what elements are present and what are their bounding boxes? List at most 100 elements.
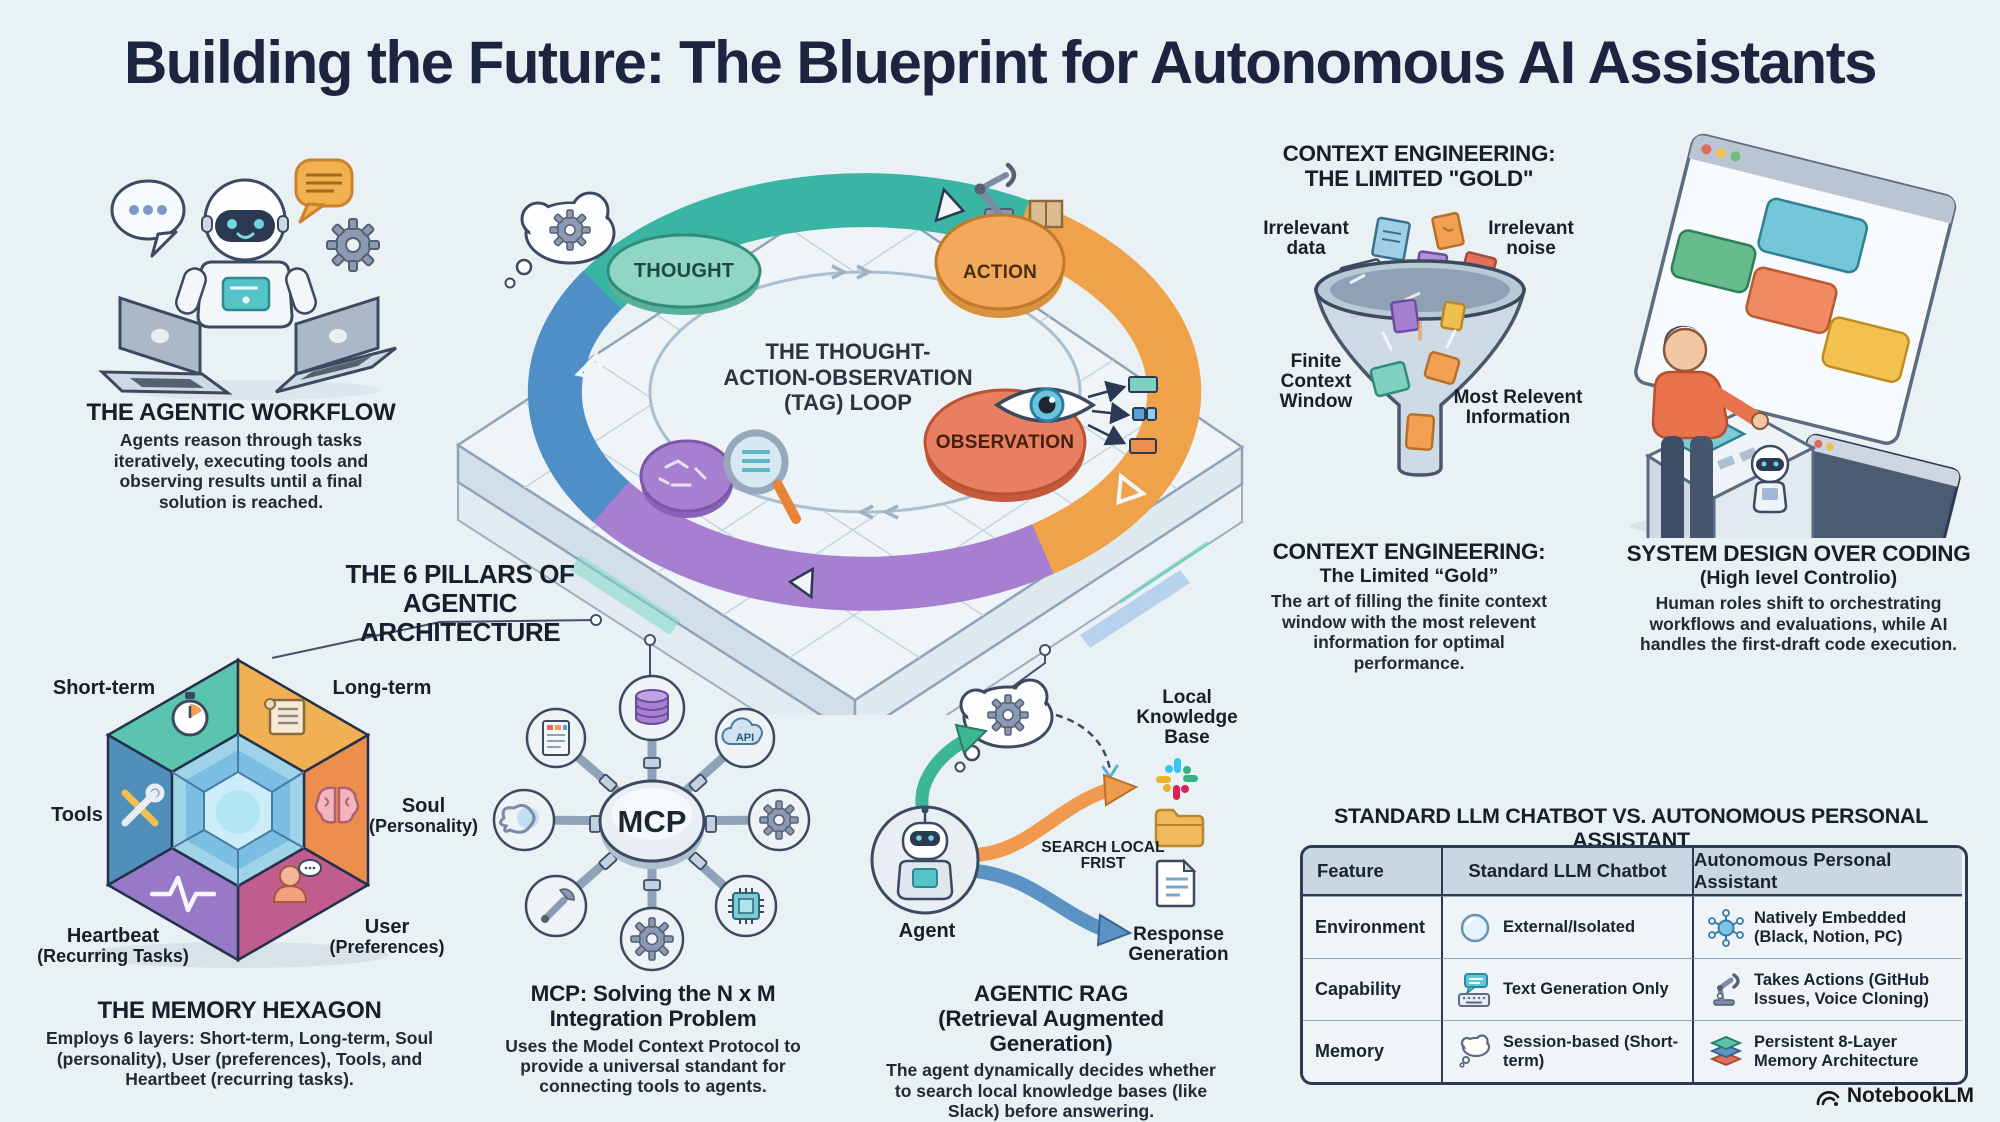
mcp-illustration: API — [492, 674, 811, 972]
api-cloud-icon: API — [714, 707, 776, 769]
user-label: User (Preferences) — [312, 916, 462, 958]
agentic-workflow-illustration — [98, 158, 397, 400]
agentic-rag-caption: AGENTIC RAG (Retrieval Augmented Generat… — [880, 981, 1222, 1122]
response-arrow — [969, 864, 1109, 936]
network-icon — [1706, 908, 1746, 947]
chat-bubble-icon — [294, 158, 354, 224]
action-arc — [1010, 200, 1202, 584]
brand-name: NotebookLM — [1846, 1084, 1974, 1107]
search-local-first-label: SEARCH LOCAL FRIST — [1041, 839, 1165, 873]
database-icon — [618, 674, 686, 742]
heartbeat-label-line1: Heartbeat — [66, 925, 160, 947]
gear-icon — [619, 906, 685, 972]
table-cell: Persistent 8-Layer Memory Architecture — [1692, 1020, 1962, 1082]
folder-icon — [1154, 808, 1205, 848]
small-robot-icon — [1750, 444, 1790, 514]
document-icon — [1155, 858, 1197, 908]
caption-subheading: (High level Controlio) — [1699, 566, 1898, 589]
caption-heading-line1: AGENTIC RAG — [973, 981, 1129, 1006]
table-cell: Session-based (Short-term) — [1441, 1020, 1692, 1082]
analysis-node — [639, 429, 801, 524]
search-arrow — [969, 783, 1115, 862]
caption-body: Human roles shift to orchestrating workf… — [1640, 593, 1957, 655]
memory-hexagon-illustration — [88, 657, 388, 968]
table-row-feature: Capability — [1303, 958, 1441, 1020]
context-engineering-heading: CONTEXT ENGINEERING: THE LIMITED "GOLD" — [1269, 141, 1569, 192]
thought-cloud-icon — [954, 678, 1054, 773]
crystal-core — [170, 732, 306, 888]
agent-icon — [870, 805, 980, 915]
tag-loop-title-line1: THE THOUGHT- — [765, 339, 931, 364]
table-row-feature: Environment — [1303, 896, 1441, 958]
laptop-icon — [98, 295, 233, 395]
irrelevant-data-label: Irrelevant data — [1263, 218, 1349, 260]
assistant-logo-icon — [492, 788, 556, 852]
column-header-chatbot: Standard LLM Chatbot — [1441, 848, 1692, 896]
short-term-label: Short-term — [52, 677, 156, 699]
wrench-icon — [524, 874, 588, 938]
cell-text: Session-based (Short-term) — [1503, 1033, 1679, 1070]
person-illustration — [1651, 325, 1769, 538]
section-heading: THE AGENTIC WORKFLOW — [86, 399, 396, 426]
agentic-rag-illustration — [870, 678, 1205, 947]
robot-illustration — [175, 178, 317, 329]
local-knowledge-base-label: Local Knowledge Base — [1136, 687, 1238, 749]
caption-body: The agent dynamically decides whether to… — [886, 1060, 1216, 1122]
column-header-assistant: Autonomous Personal Assistant — [1692, 848, 1962, 896]
heading-line1: CONTEXT ENGINEERING: — [1282, 141, 1556, 166]
heartbeat-label-line2: (Recurring Tasks) — [37, 946, 189, 967]
document-icon — [525, 707, 587, 769]
page-title: Building the Future: The Blueprint for A… — [123, 29, 1878, 96]
chat-keyboard-icon — [1455, 971, 1495, 1009]
mcp-hub: MCP — [598, 779, 706, 869]
decision-dashed-arrow — [1055, 713, 1112, 771]
comparison-table: Feature Standard LLM Chatbot Autonomous … — [1300, 845, 1968, 1085]
caption-heading: THE MEMORY HEXAGON — [97, 997, 382, 1024]
funnel-icon — [1313, 259, 1527, 477]
stopwatch-icon — [171, 692, 209, 737]
response-generation-label: Response Generation — [1128, 924, 1229, 966]
robot-arm-icon — [1706, 971, 1746, 1009]
chip-icon — [714, 874, 778, 938]
mcp-hub-label: MCP — [618, 804, 687, 839]
notebooklm-logo-icon — [1816, 1091, 1840, 1106]
cell-text: Natively Embedded (Black, Notion, PC) — [1754, 909, 1907, 946]
magnifier-icon — [723, 429, 801, 524]
heartbeat-label: Heartbeat (Recurring Tasks) — [18, 925, 208, 967]
caption-body: Employs 6 layers: Short-term, Long-term,… — [45, 1028, 434, 1090]
caption-body: Uses the Model Context Protocol to provi… — [505, 1035, 801, 1097]
slack-icon — [1156, 758, 1198, 800]
loop-return-arc — [527, 270, 630, 523]
heading-line2: THE LIMITED "GOLD" — [1304, 165, 1534, 191]
caption-heading-line1: MCP: Solving the N x M — [530, 981, 776, 1006]
cell-text: Persistent 8-Layer Memory Architecture — [1754, 1033, 1919, 1070]
user-label-line1: User — [364, 916, 410, 938]
think-arrow — [915, 733, 973, 812]
caption-heading-line2: Integration Problem — [549, 1005, 757, 1031]
finite-context-window-label: Finite Context Window — [1279, 351, 1353, 413]
arc-arrow-icon — [574, 186, 1148, 600]
memory-hexagon-caption: THE MEMORY HEXAGON Employs 6 layers: Sho… — [42, 997, 437, 1090]
thought-node — [606, 233, 762, 315]
table-cell: Natively Embedded (Black, Notion, PC) — [1692, 896, 1962, 958]
speech-bubble-icon — [110, 179, 186, 258]
spoke-collars — [589, 757, 717, 891]
action-label: ACTION — [962, 262, 1038, 283]
system-design-illustration — [1630, 133, 1961, 538]
tools-icon — [121, 783, 165, 827]
caption-body: The art of filling the finite context wi… — [1270, 591, 1548, 673]
heartbeat-icon — [149, 875, 217, 913]
soul-label: Soul (Personality) — [346, 795, 501, 836]
laptop-icon — [274, 295, 397, 394]
long-term-label: Long-term — [332, 677, 432, 699]
context-funnel-illustration — [1313, 211, 1527, 477]
soul-label-line1: Soul — [401, 795, 446, 817]
cell-text: Text Generation Only — [1503, 980, 1669, 999]
observation-output-arrows — [1087, 380, 1131, 446]
mcp-caption: MCP: Solving the N x M Integration Probl… — [502, 981, 804, 1097]
tag-loop-title-line3: (TAG) LOOP — [784, 390, 912, 416]
table-cell: Text Generation Only — [1441, 958, 1692, 1020]
bubble-icon — [1455, 910, 1495, 946]
user-label-line2: (Preferences) — [329, 937, 445, 958]
most-relevant-information-label: Most Relevent Information — [1453, 387, 1583, 429]
